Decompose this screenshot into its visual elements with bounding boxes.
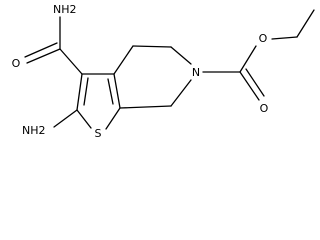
atom-amide-oxygen: O bbox=[12, 57, 21, 70]
bond-c2-nh2 bbox=[53, 109, 78, 128]
bond-c4-c5 bbox=[132, 45, 172, 48]
bond-osingle-ch2 bbox=[271, 36, 298, 40]
bond-group bbox=[24, 9, 315, 130]
atom-ring-nitrogen: N bbox=[192, 66, 200, 79]
bond-camide-o-2 bbox=[24, 42, 58, 58]
atom-ester-oxygen: O bbox=[259, 32, 268, 45]
bond-c3a-c7a bbox=[113, 73, 121, 109]
bond-s-c2 bbox=[76, 109, 92, 129]
bond-c2-c3-inner bbox=[83, 77, 89, 106]
bond-ch2-ch3 bbox=[296, 9, 315, 38]
bond-ccarb-odouble-1 bbox=[239, 71, 260, 101]
bond-c7a-s bbox=[105, 107, 121, 130]
bond-camide-o-1 bbox=[26, 48, 61, 64]
atom-amide-nh2: NH2 bbox=[53, 3, 77, 16]
bond-c3-camide bbox=[59, 48, 83, 75]
bond-c5-n6 bbox=[170, 46, 192, 65]
molecule-structure-diagram: NH2 O NH2 S N O O bbox=[12, 3, 315, 140]
bond-c7a-c7a-inner bbox=[107, 78, 114, 105]
bond-c7-c7a bbox=[119, 105, 172, 109]
bond-ccarb-odouble-2 bbox=[245, 68, 265, 97]
atom-label-group: NH2 O NH2 S N O O bbox=[12, 3, 269, 140]
atom-amine-nh2: NH2 bbox=[22, 124, 46, 137]
bond-n6-c7 bbox=[170, 79, 192, 107]
bond-c3a-c4 bbox=[113, 45, 134, 75]
atom-ring-sulfur: S bbox=[95, 127, 102, 140]
atom-ester-carbonyl-oxygen: O bbox=[260, 102, 269, 115]
bond-ccarb-osingle bbox=[239, 45, 257, 73]
bond-c2-c3 bbox=[76, 73, 83, 111]
